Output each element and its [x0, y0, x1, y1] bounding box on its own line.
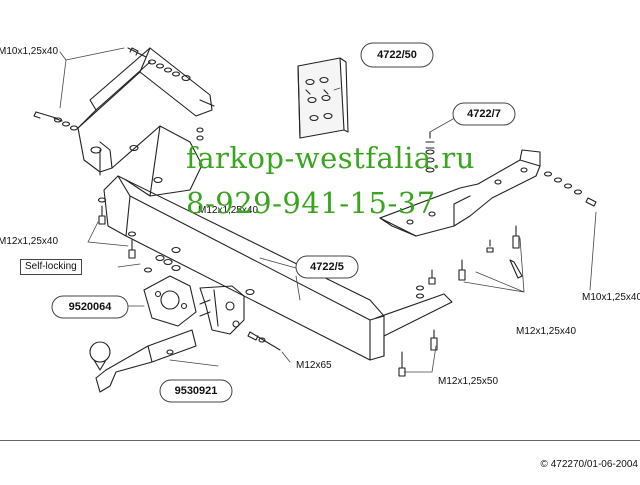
- label-bolt-right-bottom: M12x1,25x50: [438, 376, 499, 387]
- small-plate-4722-50: [297, 57, 349, 139]
- label-part-9530921: 9530921: [174, 385, 218, 397]
- watermark-phone: 8-929-941-15-37: [186, 186, 436, 220]
- towball-neck: [89, 329, 197, 393]
- label-bolt-top-left: M10x1,25x40: [0, 46, 59, 57]
- label-part-9520064: 9520064: [68, 301, 112, 313]
- label-ovals: [51, 42, 516, 403]
- label-bolt-center-overlay: M12x1,25x40: [198, 205, 259, 216]
- label-kit-4722-50: 4722/50: [377, 49, 417, 61]
- bolt-m12x65: [247, 331, 281, 351]
- label-kit-4722-5: 4722/5: [310, 261, 344, 273]
- label-bolt-right-top: M10x1,25x40: [582, 292, 640, 303]
- watermark-website: farkop-westfalia.ru: [186, 141, 475, 175]
- label-bolt-left-mid: M12x1,25x40: [0, 236, 59, 247]
- main-crossbar: [103, 175, 453, 361]
- label-kit-4722-7: 4722/7: [467, 108, 501, 120]
- right-side-bracket: [379, 131, 541, 237]
- bottom-divider: [0, 440, 640, 441]
- socket-plate: [143, 275, 245, 335]
- label-bolt-right-mid: M12x1,25x40: [516, 326, 577, 337]
- label-bolt-m12x65: M12x65: [296, 360, 332, 371]
- copyright-footer: © 472270/01-06-2004: [540, 459, 638, 470]
- label-self-locking: Self-locking: [20, 259, 82, 275]
- left-mid-bolts: [97, 197, 181, 273]
- right-side-bolts: [398, 171, 597, 377]
- top-left-bolts: [33, 47, 204, 141]
